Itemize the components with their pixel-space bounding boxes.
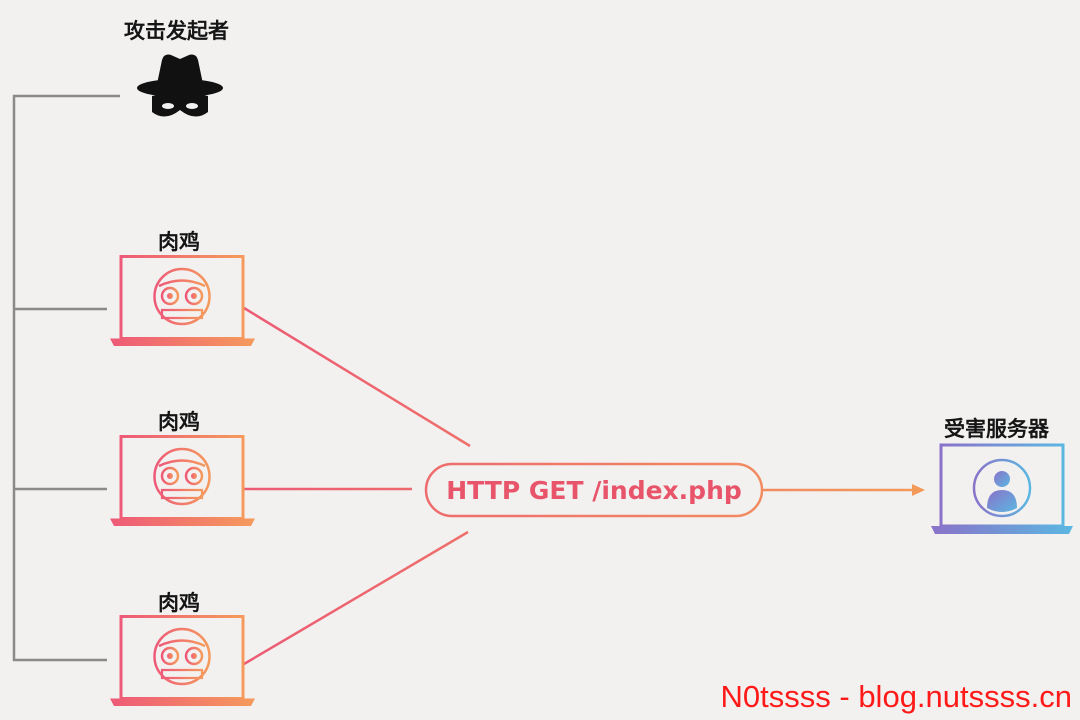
user-profile-laptop-icon	[931, 443, 1073, 534]
robot-face-laptop-icon	[110, 435, 255, 527]
attack-lines	[243, 306, 914, 666]
watermark: N0tssss - blog.nutssss.cn	[720, 679, 1072, 714]
victim-server-label: 受害服务器	[944, 417, 1049, 441]
bot-label: 肉鸡	[158, 591, 200, 615]
attacker-label: 攻击发起者	[124, 19, 229, 43]
http-request-pill	[424, 462, 764, 518]
bot-label: 肉鸡	[158, 410, 200, 434]
spy-hat-mask-icon	[137, 54, 223, 117]
robot-face-laptop-icon	[110, 615, 255, 707]
http-request-label: HTTP GET /index.php	[446, 475, 742, 505]
arrow-head-icon	[912, 484, 925, 496]
bot-label: 肉鸡	[158, 230, 200, 254]
robot-face-laptop-icon	[110, 255, 255, 347]
control-tree-lines	[12, 94, 120, 662]
